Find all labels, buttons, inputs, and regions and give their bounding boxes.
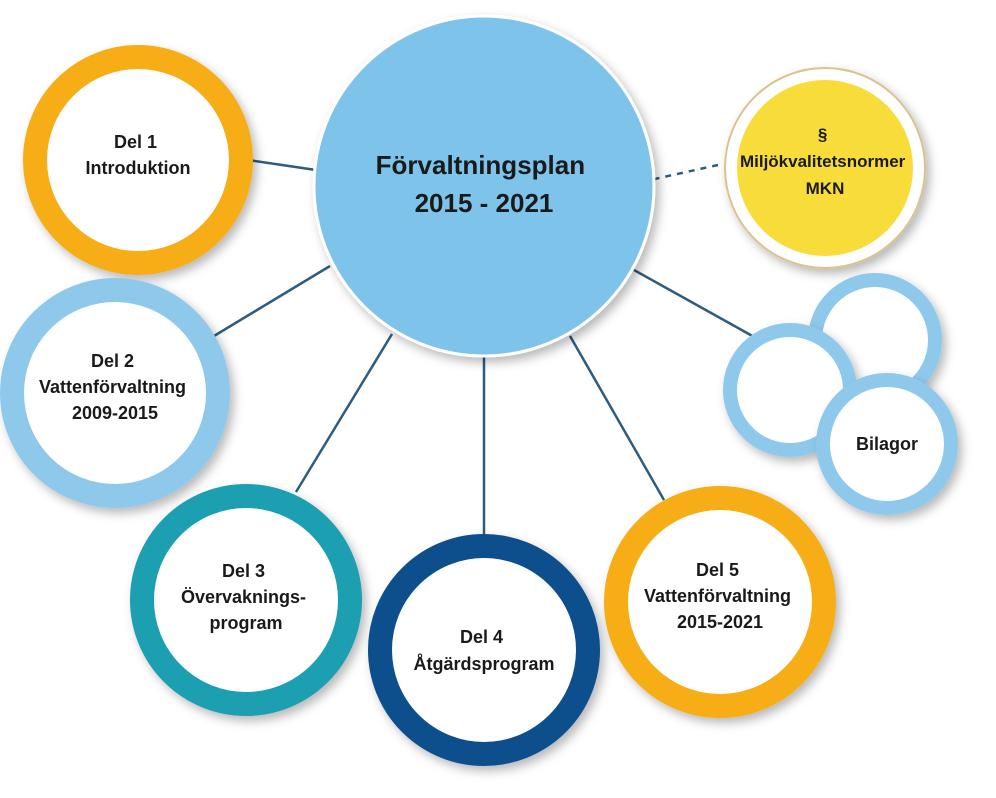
svg-text:Bilagor: Bilagor (856, 434, 918, 454)
connector-del2 (213, 264, 331, 338)
del5-line-2: Vattenförvaltning (644, 586, 791, 606)
mkn-line-3: MKN (806, 179, 845, 198)
bilagor-label: Bilagor (856, 434, 918, 454)
del3-node: Del 3 Övervaknings- program (130, 484, 362, 716)
connector-del3 (294, 333, 394, 493)
del2-line-2: Vattenförvaltning (39, 377, 186, 397)
del5-line-3: 2015-2021 (677, 612, 763, 632)
del4-node: Del 4 Åtgärdsprogram (368, 534, 600, 766)
mkn-line-1: § (818, 125, 827, 144)
del3-line-1: Del 3 (222, 561, 265, 581)
svg-text:Del 1 Introduktion: Del 1 Introduktion (86, 132, 191, 178)
connectors (213, 158, 757, 540)
del2-line-3: 2009-2015 (72, 403, 158, 423)
connector-del1 (247, 158, 317, 172)
mkn-node: § Miljökvalitetsnormer MKN (724, 67, 926, 269)
svg-text:Del 4 Åtgärdsprogram: Del 4 Åtgärdsprogram (413, 627, 554, 674)
del2-line-1: Del 2 (91, 351, 134, 371)
svg-text:§ Miljökvalitetsnormer: § Miljökvalitetsnormer MKN (740, 125, 910, 198)
svg-text:Del 2 Vattenförvaltning: Del 2 Vattenförvaltning 2009-2015 (39, 351, 191, 423)
svg-text:Förvaltningsplan 2015 -: Förvaltningsplan 2015 - 2021 (376, 150, 593, 218)
bilagor-node: Bilagor (723, 273, 958, 515)
del4-line-2: Åtgärdsprogram (413, 654, 554, 674)
del1-line-1: Del 1 (114, 132, 157, 152)
del1-line-2: Introduktion (86, 158, 191, 178)
del5-node: Del 5 Vattenförvaltning 2015-2021 (604, 486, 836, 718)
center-line-2: 2015 - 2021 (415, 188, 554, 218)
center-node: Förvaltningsplan 2015 - 2021 (312, 14, 656, 358)
del3-line-3: program (209, 613, 282, 633)
del4-line-1: Del 4 (460, 627, 503, 647)
connector-del5 (568, 335, 666, 501)
del1-node: Del 1 Introduktion (23, 45, 253, 275)
connector-mkn (649, 163, 719, 182)
svg-text:Del 3 Övervaknings-: Del 3 Övervaknings- program (181, 561, 311, 633)
mkn-line-2: Miljökvalitetsnormer (740, 152, 906, 171)
center-line-1: Förvaltningsplan (376, 150, 585, 180)
svg-text:Del 5 Vattenförvaltning: Del 5 Vattenförvaltning 2015-2021 (644, 560, 796, 632)
connector-bilagor (633, 268, 757, 340)
del2-node: Del 2 Vattenförvaltning 2009-2015 (0, 278, 230, 508)
del5-line-1: Del 5 (696, 560, 739, 580)
del3-line-2: Övervaknings- (181, 587, 306, 607)
